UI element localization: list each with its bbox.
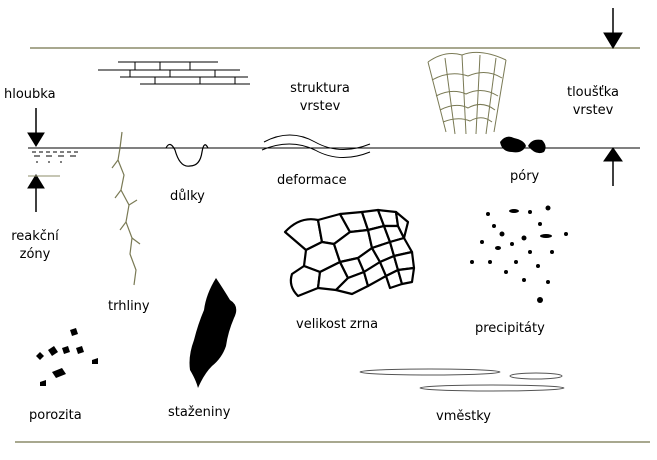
deformation-icon xyxy=(261,134,371,158)
label-tloustka-line1: tloušťka xyxy=(566,85,620,100)
label-reakcni-line2: zóny xyxy=(19,247,51,262)
label-hloubka: hloubka xyxy=(4,87,56,102)
label-porozita: porozita xyxy=(29,408,82,423)
porosity-icon xyxy=(36,328,98,386)
label-tloustka-line2: vrstev xyxy=(572,103,614,118)
label-velikost-zrna: velikost zrna xyxy=(296,317,379,332)
thickness-arrows-icon xyxy=(603,8,623,186)
grain-structure-icon xyxy=(283,208,416,298)
label-struktura-vrstev: struktura vrstev xyxy=(280,80,360,116)
depth-arrows-icon xyxy=(27,108,45,212)
columnar-structure-icon xyxy=(427,51,507,135)
precipitates-icon xyxy=(470,205,568,303)
layer-structure-icon xyxy=(98,61,250,85)
label-trhliny: trhliny xyxy=(108,299,150,314)
crack-icon xyxy=(111,131,141,286)
pores-icon xyxy=(500,136,546,154)
inclusions-icon xyxy=(359,368,565,392)
label-reakcni-zony: reakční zóny xyxy=(4,228,66,264)
reaction-zone-icon xyxy=(28,151,80,177)
label-pory: póry xyxy=(510,169,540,184)
label-deformace: deformace xyxy=(277,173,347,188)
label-stazeniny: staženiny xyxy=(168,405,231,420)
label-tloustka-vrstev: tloušťka vrstev xyxy=(553,84,633,120)
shrinkage-cavity-icon xyxy=(189,278,237,388)
label-struktura-line1: struktura xyxy=(290,81,350,96)
label-vmestky: vměstky xyxy=(436,409,491,424)
label-reakcni-line1: reakční xyxy=(11,229,59,244)
label-dulky: důlky xyxy=(170,189,205,204)
pit-icon xyxy=(165,143,209,167)
label-struktura-line2: vrstev xyxy=(299,99,341,114)
label-precipitaty: precipitáty xyxy=(475,321,545,336)
